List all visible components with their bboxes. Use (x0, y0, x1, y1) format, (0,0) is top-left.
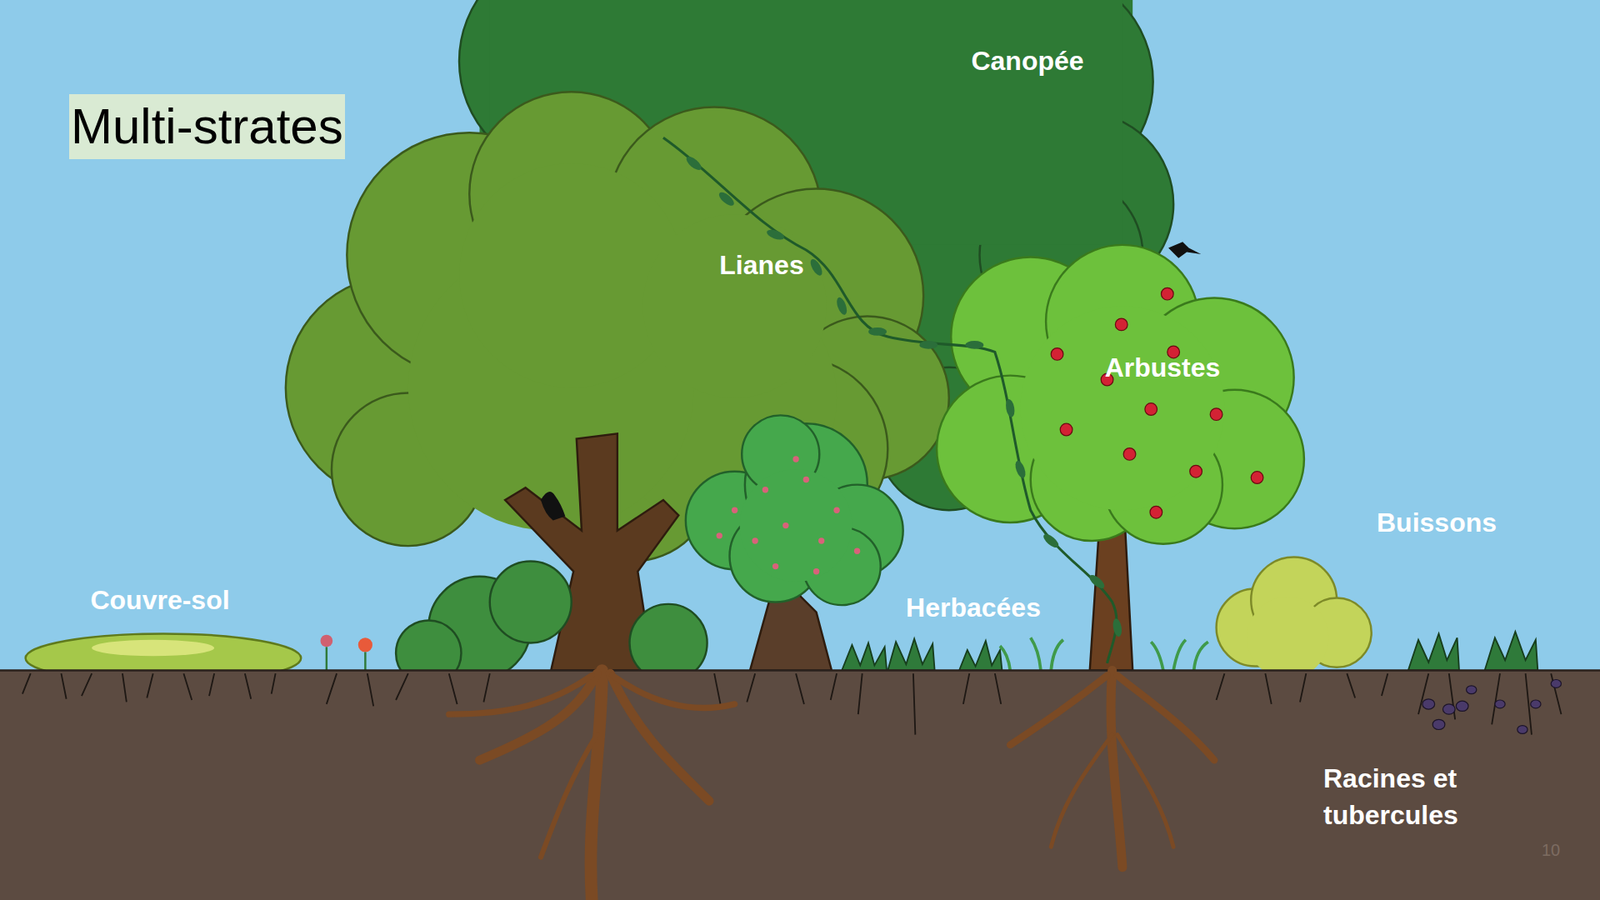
layer-label: Herbacées (905, 589, 1041, 626)
page-number: 10 (1541, 831, 1560, 869)
slide-title: Multi-strates (69, 94, 345, 160)
layer-label: Canopée (970, 42, 1084, 80)
layer-label: Arbustes (1105, 349, 1221, 386)
layer-label: Couvre-sol (90, 581, 230, 619)
layer-label: Buissons (1376, 504, 1497, 541)
layer-label: Racines et tubercules (1323, 760, 1503, 834)
layer-label: Lianes (719, 246, 804, 284)
